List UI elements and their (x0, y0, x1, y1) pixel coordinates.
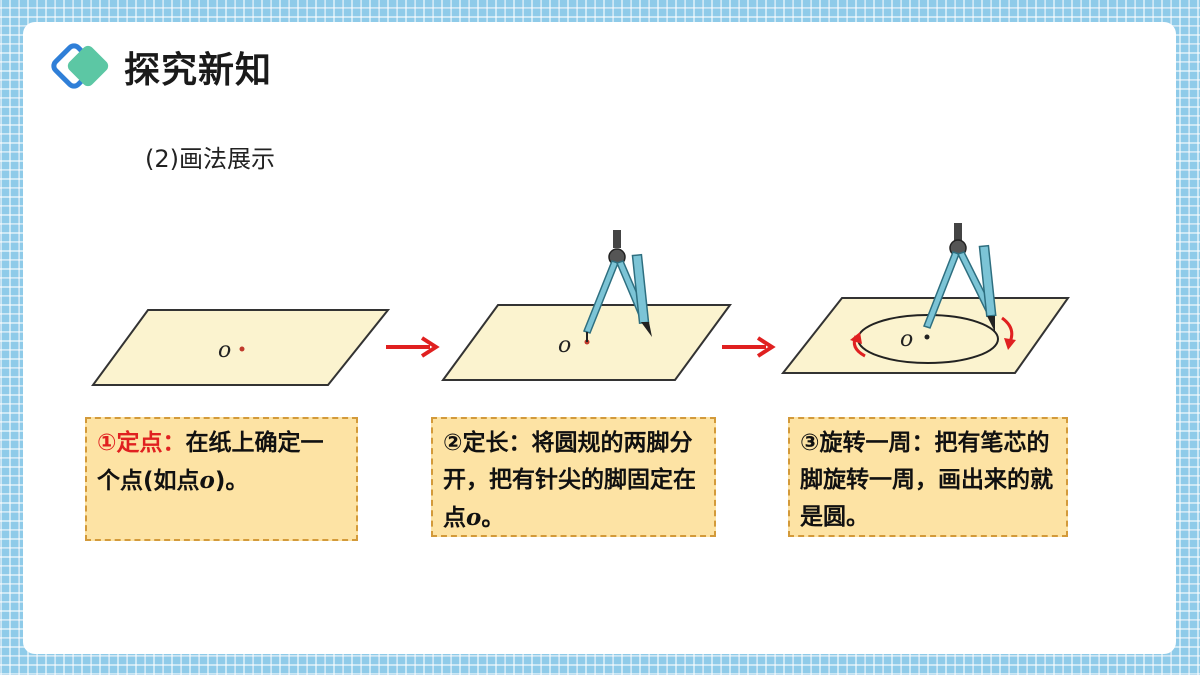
step-box-3: ③旋转一周：把有笔芯的脚旋转一周，画出来的就是圆。 (788, 417, 1068, 537)
step-text: 将圆规的两脚分开，把有针尖的脚固定在点 (443, 430, 696, 531)
step-var: o (199, 467, 215, 494)
compass-icon (923, 223, 997, 332)
point-o-label: o (900, 327, 913, 352)
arrow-right-icon (386, 336, 440, 358)
compass-icon (583, 230, 652, 342)
center-point (239, 346, 245, 352)
diamond-logo-icon (51, 43, 109, 89)
point-o-label: o (558, 333, 571, 358)
step-text-end: 。 (481, 505, 505, 531)
section-subtitle: (2)画法展示 (145, 145, 275, 173)
step-label: ①定点： (97, 430, 186, 456)
point-o-label: o (218, 338, 231, 363)
figure-rotate: o (780, 223, 1070, 374)
step-text: 把有笔芯的脚旋转一周，画出来的就是圆。 (800, 430, 1053, 530)
step-label: ②定长： (443, 430, 532, 456)
step-box-1: ①定点：在纸上确定一个点(如点o)。 (85, 417, 358, 541)
step-label: ③旋转一周： (800, 430, 935, 456)
page-title: 探究新知 (124, 50, 273, 91)
step-text-end: )。 (214, 468, 249, 494)
figure-mark-point: o (91, 309, 391, 386)
center-point (924, 334, 930, 340)
step-var: o (466, 504, 482, 531)
step-text: 在纸上确定一个点(如点 (97, 430, 324, 494)
arrow-right-icon (722, 336, 776, 358)
figure-set-length: o (441, 230, 732, 381)
step-box-2: ②定长：将圆规的两脚分开，把有针尖的脚固定在点o。 (431, 417, 716, 537)
